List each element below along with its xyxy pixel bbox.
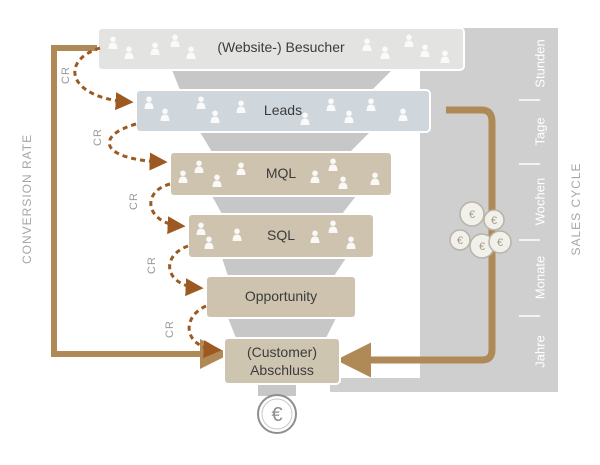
time-unit-months: Monate [532,255,548,300]
coin-euro-symbol: € [497,237,503,249]
stage-label-sql: SQL [266,227,295,243]
euro-coin-inner-ring [261,398,293,430]
stage-label-customer-line2: Abschluss [250,362,314,378]
conversion-rate-label: CONVERSION RATE [20,133,34,264]
stage-label-opportunity: Opportunity [244,288,318,304]
funnel-segment [212,196,356,214]
coin-euro-symbol: € [457,235,463,247]
cr-arrow-leads-mql [107,122,168,171]
euro-symbol: € [271,404,282,426]
time-unit-days: Tage [532,117,548,146]
cr-label: CR [164,320,176,338]
stage-box-leads [135,89,431,133]
cr-arrow-visitors-leads [73,46,134,111]
coins-icon [449,201,512,259]
time-unit-weeks: Wochen [532,177,548,226]
funnel-segment [222,258,346,276]
coin-symbols: € € € € € [457,209,503,253]
cr-label: CR [92,128,104,146]
stage-box-opportunity [205,275,357,319]
cr-dotted-arrows [73,46,222,359]
cr-label: CR [128,192,140,210]
time-unit-years: Jahre [532,335,548,368]
sales-cycle-panel [330,28,558,392]
stage-box-sql [187,213,375,259]
stage-label-mql: MQL [265,165,297,181]
stage-box-mql [169,151,393,197]
funnel-segment [200,132,370,152]
sales-cycle-label: SALES CYCLE [569,162,583,256]
stage-box-customer [223,337,341,385]
coin-euro-symbol: € [479,241,485,253]
coin-euro-symbol: € [491,215,497,227]
stage-label-customer-line1: (Customer) [246,344,317,360]
conversion-rate-arrow [51,45,230,369]
cr-label: CR [60,66,72,84]
stage-label-visitors: (Website-) Besucher [217,39,345,55]
stage-label-customer: (Customer) Abschluss [224,343,340,379]
funnel-segment [172,70,392,90]
euro-coin-icon [257,394,297,434]
funnel-segment [228,318,336,338]
funnel-spout [258,384,296,396]
stage-label-leads: Leads [263,102,303,118]
cr-label: CR [146,256,158,274]
coin-euro-symbol: € [469,209,475,221]
